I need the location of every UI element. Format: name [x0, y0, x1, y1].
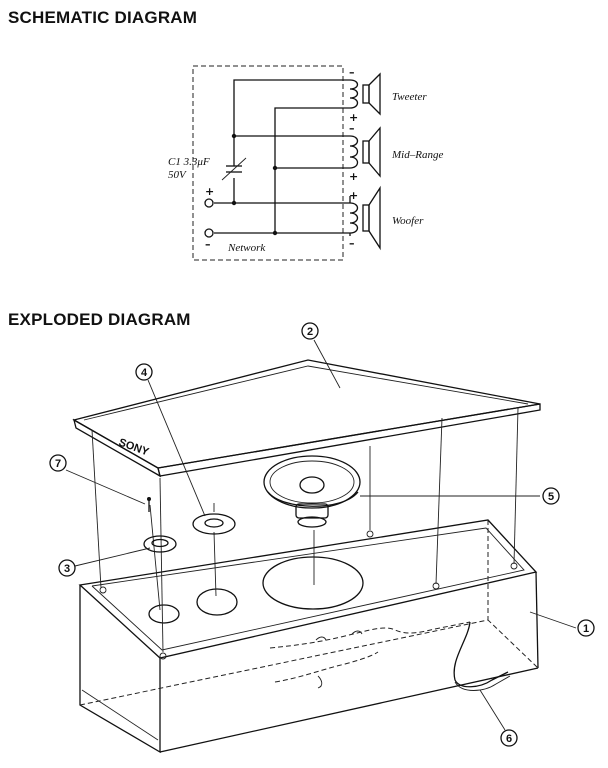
capacitor-voltage: 50V	[168, 169, 187, 181]
callout-7: 7	[49, 454, 67, 472]
junction-dot	[231, 200, 237, 206]
exploded-heading: EXPLODED DIAGRAM	[8, 310, 191, 329]
coil-midrange	[349, 135, 359, 169]
speaker-symbol-tweeter	[362, 72, 381, 116]
woofer-hole	[262, 556, 364, 610]
label-woofer: Woofer	[392, 215, 424, 227]
woofer-plus-sign: +	[349, 189, 358, 202]
brand-mark: SONY	[117, 437, 151, 459]
speaker-symbol-midrange	[362, 126, 381, 178]
callout-leaders	[65, 339, 577, 731]
screw	[99, 586, 107, 594]
label-tweeter: Tweeter	[392, 91, 427, 103]
speaker-symbol-woofer	[362, 185, 381, 251]
coil-tweeter	[349, 79, 359, 109]
svg-text:4: 4	[141, 367, 148, 379]
callout-6: 6	[500, 729, 518, 747]
input-minus-sign: –	[205, 238, 211, 251]
tweeter-plus-sign: +	[349, 111, 358, 124]
junction-dot	[272, 230, 278, 236]
label-midrange: Mid–Range	[391, 149, 443, 161]
schematic-wires	[214, 79, 351, 236]
junction-dot	[272, 165, 278, 171]
midrange-minus-sign: –	[349, 122, 355, 135]
schematic-diagram: + – – + – + + – Tweet	[168, 65, 443, 261]
capacitor-label: C1 3.3μF	[168, 156, 210, 168]
svg-text:7: 7	[55, 458, 61, 470]
woofer-speaker	[263, 455, 361, 528]
callout-4: 4	[135, 363, 153, 381]
screw	[159, 652, 167, 660]
cabinet-box	[78, 519, 539, 754]
screw	[366, 530, 374, 538]
network-box	[192, 65, 344, 261]
callout-5: 5	[542, 487, 560, 505]
svg-text:1: 1	[583, 623, 589, 635]
midrange-plus-sign: +	[349, 170, 358, 183]
speaker-cord	[453, 621, 511, 691]
svg-text:6: 6	[506, 733, 512, 745]
callout-2: 2	[301, 322, 319, 340]
tweeter-hole	[148, 604, 180, 624]
svg-text:5: 5	[548, 491, 554, 503]
tweeter-minus-sign: –	[349, 66, 355, 79]
midrange-speaker	[192, 503, 236, 535]
svg-text:3: 3	[64, 563, 70, 575]
network-label: Network	[227, 242, 266, 254]
woofer-minus-sign: –	[349, 237, 355, 250]
tweeter-speaker	[143, 535, 177, 553]
input-terminal-plus	[204, 198, 214, 208]
svg-text:2: 2	[307, 326, 313, 338]
schematic-heading: SCHEMATIC DIAGRAM	[8, 8, 198, 27]
screw-part	[147, 497, 151, 512]
callout-3: 3	[58, 559, 76, 577]
callout-1: 1	[577, 619, 595, 637]
guide-lines	[91, 407, 519, 653]
junction-dot	[231, 133, 237, 139]
coil-woofer	[349, 202, 359, 234]
capacitor-c1	[221, 157, 247, 181]
exploded-diagram: SONY	[49, 322, 595, 754]
input-plus-sign: +	[205, 185, 214, 198]
midrange-hole	[196, 588, 238, 616]
input-terminal-minus	[204, 228, 214, 238]
